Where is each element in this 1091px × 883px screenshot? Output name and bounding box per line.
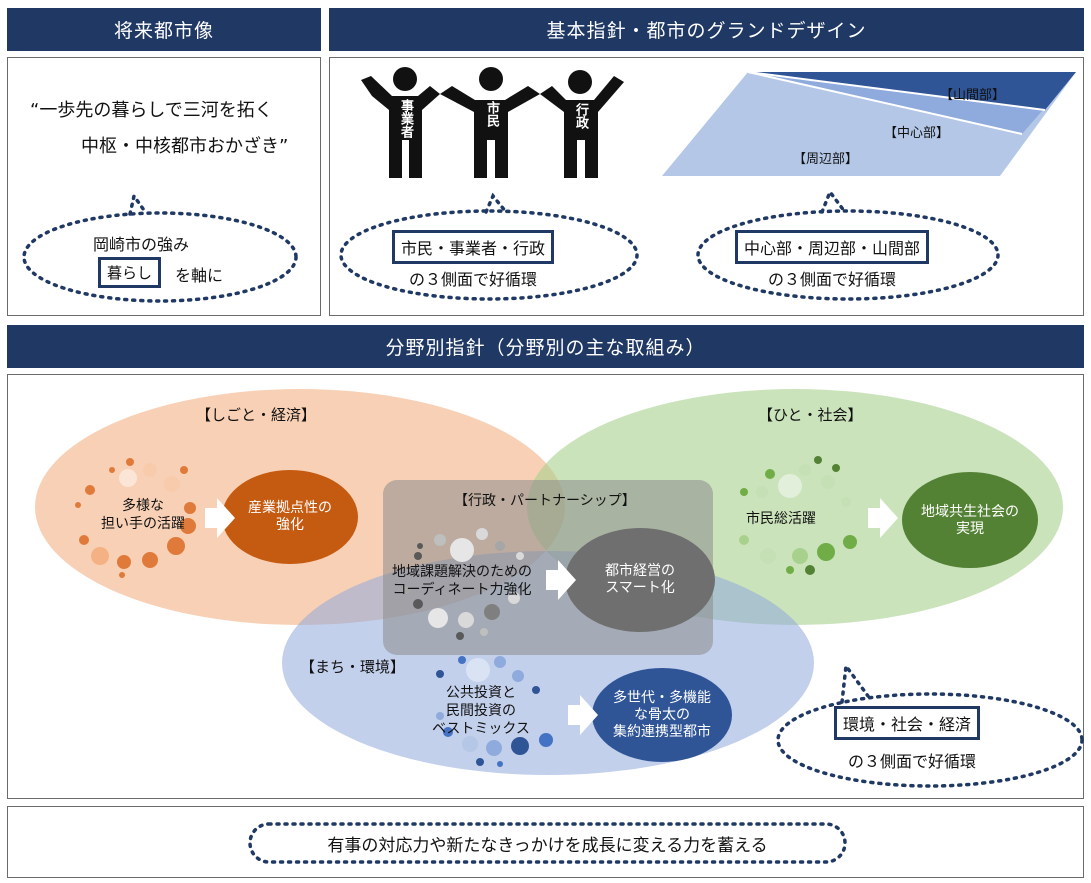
footer-dotted-frame bbox=[248, 822, 847, 864]
admin-left-text: 地域課題解決のための コーディネート力強化 bbox=[392, 564, 532, 598]
vision-line-2: 中枢・中核都市おかざき” bbox=[81, 136, 289, 157]
admin-circle-label: 都市経営の スマート化 bbox=[605, 563, 675, 596]
zone-mountain-label: 【山間部】 bbox=[940, 88, 1006, 103]
vision-bubble-line-1: 岡崎市の強み bbox=[93, 235, 190, 254]
zones-bubble-tail bbox=[820, 188, 847, 214]
admin-arrow-icon bbox=[546, 560, 576, 600]
fields-bubble-line-2: の３側面で好循環 bbox=[848, 752, 977, 771]
work-arrow-icon bbox=[205, 498, 235, 538]
fields-bubble-tail bbox=[840, 661, 870, 704]
zone-center-label: 【中心部】 bbox=[884, 126, 950, 141]
vision-bubble-box: 暮らし bbox=[98, 257, 162, 288]
figure-label-businessperson: 事業者 bbox=[398, 99, 413, 138]
town-arrow-icon bbox=[568, 695, 598, 735]
people-dots bbox=[739, 456, 857, 575]
town-circle-label: 多世代・多機能 な骨太の 集約連携型都市 bbox=[613, 689, 711, 740]
figure-label-citizen: 市民 bbox=[484, 101, 499, 127]
zones-bubble bbox=[696, 209, 1000, 301]
work-circle-label: 産業拠点性の 強化 bbox=[248, 500, 332, 533]
fields-bubble bbox=[776, 692, 1084, 788]
work-circle bbox=[222, 470, 358, 564]
figure-label-government: 行政 bbox=[573, 103, 588, 129]
vision-bubble bbox=[22, 211, 298, 303]
vision-bubble-suffix: を軸に bbox=[175, 266, 224, 285]
town-dots bbox=[436, 656, 553, 767]
figures-bubble-line-2: の３側面で好循環 bbox=[409, 270, 538, 289]
fields-bubble-box: 環境・社会・経済 bbox=[834, 706, 981, 740]
work-left-text: 多様な 担い手の活躍 bbox=[101, 498, 185, 532]
figures-bubble-box: 市民・事業者・行政 bbox=[392, 230, 555, 264]
town-environment-title: 【まち・環境】 bbox=[300, 658, 406, 676]
figure-businessperson-icon bbox=[361, 67, 440, 178]
admin-dots bbox=[402, 528, 524, 640]
people-circle-label: 地域共生社会の 実現 bbox=[921, 504, 1019, 537]
work-economy-title: 【しごと・経済】 bbox=[196, 406, 317, 424]
people-arrow-icon bbox=[868, 498, 898, 538]
footer-panel bbox=[7, 806, 1084, 878]
zone-periphery-label: 【周辺部】 bbox=[793, 152, 859, 167]
zones-bubble-line-2: の３側面で好循環 bbox=[768, 270, 897, 289]
footer-text: 有事の対応力や新たなきっかけを成長に変える力を蓄える bbox=[327, 835, 768, 856]
figures-bubble bbox=[339, 209, 639, 301]
admin-partnership-title: 【行政・パートナーシップ】 bbox=[454, 493, 636, 509]
people-left-text: 市民総活躍 bbox=[746, 511, 816, 527]
admin-circle bbox=[565, 528, 715, 632]
basic-policy-header: 基本指針・都市のグランドデザイン bbox=[329, 8, 1084, 51]
vision-line-1: “一歩先の暮らしで三河を拓く bbox=[30, 100, 273, 121]
people-society-title: 【ひと・社会】 bbox=[758, 406, 863, 424]
work-dots bbox=[75, 458, 196, 578]
vision-panel bbox=[7, 57, 321, 316]
figure-government-icon bbox=[540, 70, 624, 178]
town-left-text: 公共投資と 民間投資の ベストミックス bbox=[432, 685, 530, 737]
vision-bubble-tail bbox=[128, 191, 148, 216]
figure-citizen-icon bbox=[440, 67, 540, 178]
future-vision-header: 将来都市像 bbox=[7, 8, 321, 51]
town-circle bbox=[592, 668, 732, 762]
figures-bubble-tail bbox=[484, 192, 508, 214]
zones-bubble-box: 中心部・周辺部・山間部 bbox=[735, 230, 930, 264]
people-circle bbox=[902, 472, 1038, 568]
field-policy-header: 分野別指針（分野別の主な取組み） bbox=[7, 325, 1084, 368]
